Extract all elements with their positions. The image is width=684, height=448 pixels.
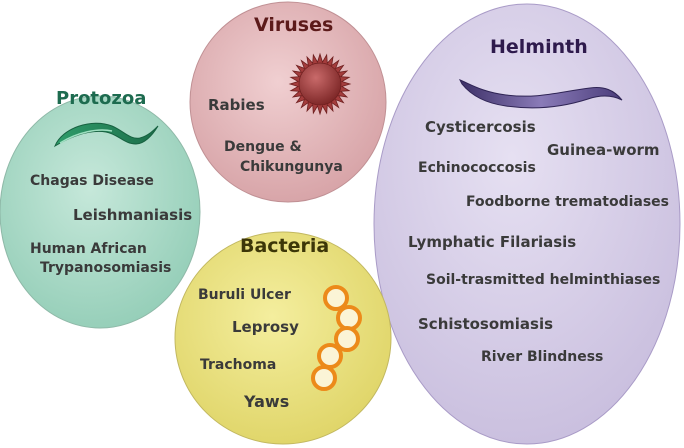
virus-icon: [288, 52, 352, 116]
bacteria-item: Trachoma: [200, 357, 277, 373]
helminth-item: Soil-trasmitted helminthiases: [426, 272, 661, 288]
protozoa-item: Trypanosomiasis: [40, 260, 172, 276]
helminth-ellipse: [373, 3, 681, 445]
virus-core: [298, 62, 342, 106]
viruses-ellipse: [189, 1, 387, 203]
protozoa-item: Human African: [30, 241, 147, 257]
protozoan-icon: [53, 122, 159, 148]
helminth-title: Helminth: [490, 36, 588, 58]
viruses-title: Viruses: [254, 14, 334, 36]
protozoa-item: Leishmaniasis: [73, 206, 193, 224]
virus-item: Chikungunya: [240, 159, 343, 175]
bacteria-ellipse: [174, 231, 392, 445]
helminth-item: Lymphatic Filariasis: [408, 233, 577, 251]
helminth-item: Schistosomiasis: [418, 315, 554, 333]
bacteria-item: Yaws: [244, 392, 290, 411]
helminth-item: Foodborne trematodiases: [466, 194, 669, 210]
protozoa-title: Protozoa: [56, 88, 147, 109]
helminth-item: Echinococcosis: [418, 160, 536, 176]
virus-item: Rabies: [208, 96, 265, 114]
virus-item: Dengue &: [224, 139, 302, 155]
protozoa-item: Chagas Disease: [30, 173, 154, 189]
protozoa-ellipse: [0, 95, 201, 329]
bacteria-chain-icon: [311, 285, 362, 391]
bacteria-item: Buruli Ulcer: [198, 287, 291, 303]
helminth-item: Cysticercosis: [425, 118, 536, 136]
helminth-item: Guinea-worm: [547, 141, 660, 159]
worm-icon: [458, 79, 623, 109]
bacteria-title: Bacteria: [240, 235, 330, 257]
helminth-item: River Blindness: [481, 349, 604, 365]
bacteria-item: Leprosy: [232, 318, 299, 336]
